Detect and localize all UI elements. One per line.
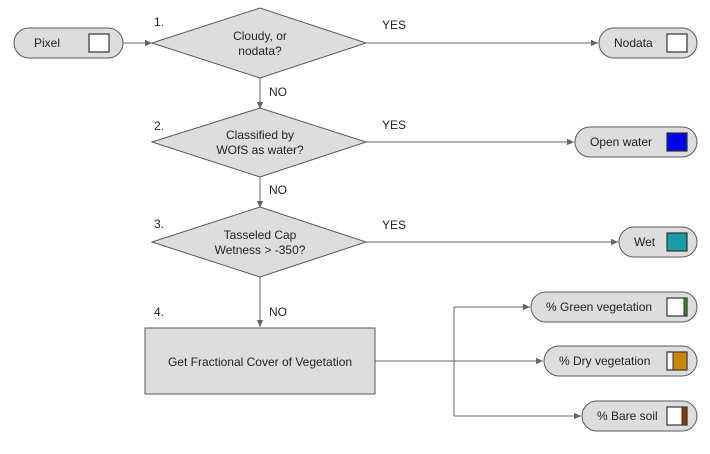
step1-question-line2: nodata? bbox=[238, 44, 282, 58]
step1-number: 1. bbox=[154, 15, 164, 29]
pixel-swatch bbox=[88, 33, 110, 53]
wet-swatch bbox=[666, 232, 688, 252]
start-node-pixel: Pixel bbox=[13, 27, 124, 59]
step3-number: 3. bbox=[154, 217, 164, 231]
open-water-swatch bbox=[666, 132, 688, 152]
pixel-label: Pixel bbox=[34, 36, 60, 50]
wet-label: Wet bbox=[634, 235, 656, 249]
step2-question-line1: Classified by bbox=[226, 128, 294, 142]
edges bbox=[123, 39, 618, 420]
step3-no-label: NO bbox=[269, 305, 287, 319]
output-dry-vegetation: % Dry vegetation bbox=[543, 345, 698, 377]
nodata-label: Nodata bbox=[614, 36, 653, 50]
output-green-vegetation: % Green vegetation bbox=[530, 291, 698, 323]
step1-question-line1: Cloudy, or bbox=[233, 29, 287, 43]
nodata-swatch bbox=[666, 33, 688, 53]
step3-yes-label: YES bbox=[382, 218, 406, 232]
outcome-nodata: Nodata bbox=[598, 27, 698, 59]
green-vegetation-fill bbox=[683, 297, 688, 317]
bare-soil-swatch bbox=[666, 406, 688, 426]
decision-step1: Cloudy, or nodata? bbox=[150, 7, 368, 79]
step1-no-label: NO bbox=[269, 85, 287, 99]
decision-step2: Classified by WOfS as water? bbox=[150, 107, 368, 178]
bare-soil-fill bbox=[681, 406, 688, 426]
green-vegetation-swatch bbox=[666, 297, 688, 317]
open-water-label: Open water bbox=[590, 135, 652, 149]
step2-number: 2. bbox=[154, 119, 164, 133]
bare-soil-label: % Bare soil bbox=[597, 409, 658, 423]
decision-step3: Tasseled Cap Wetness > -350? bbox=[150, 206, 368, 278]
dry-vegetation-fill bbox=[672, 351, 688, 371]
step2-question-line2: WOfS as water? bbox=[216, 143, 304, 157]
dry-vegetation-label: % Dry vegetation bbox=[559, 354, 650, 368]
green-vegetation-label: % Green vegetation bbox=[546, 300, 652, 314]
step3-question-line1: Tasseled Cap bbox=[224, 228, 297, 242]
process-step4: Get Fractional Cover of Vegetation bbox=[144, 327, 376, 395]
output-bare-soil: % Bare soil bbox=[581, 400, 698, 432]
outcome-open-water: Open water bbox=[574, 126, 698, 158]
process-label: Get Fractional Cover of Vegetation bbox=[168, 355, 352, 369]
outcome-wet: Wet bbox=[618, 226, 698, 258]
step3-question-line2: Wetness > -350? bbox=[215, 243, 306, 257]
dry-vegetation-swatch bbox=[666, 351, 688, 371]
step1-yes-label: YES bbox=[382, 18, 406, 32]
step2-yes-label: YES bbox=[382, 118, 406, 132]
step4-number: 4. bbox=[154, 305, 164, 319]
step2-no-label: NO bbox=[269, 183, 287, 197]
